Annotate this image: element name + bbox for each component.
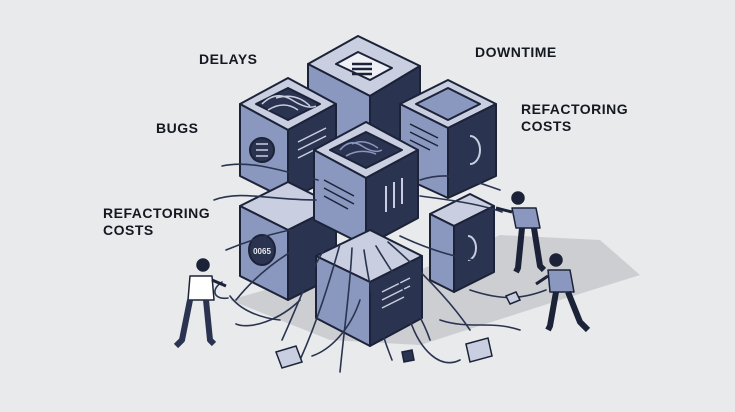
person-left-pulling-cable: [173, 258, 227, 349]
label-refactoring-costs-right: REFACTORING COSTS: [521, 101, 629, 134]
server-badge: 0065: [253, 247, 271, 256]
server-box-bottom-front: [315, 229, 423, 347]
label-refactoring-costs-left: REFACTORING COSTS: [103, 205, 211, 238]
cable-debris: [275, 291, 522, 369]
label-bugs: BUGS: [156, 120, 199, 136]
server-box-top-right: [399, 79, 497, 199]
label-downtime: DOWNTIME: [475, 44, 557, 60]
label-delays: DELAYS: [199, 51, 258, 67]
person-right-bottom-pulling-cable: [535, 253, 591, 333]
person-right-top-pulling-cable: [495, 191, 547, 274]
server-box-center: [313, 121, 419, 247]
server-box-lower-right: [429, 193, 495, 293]
